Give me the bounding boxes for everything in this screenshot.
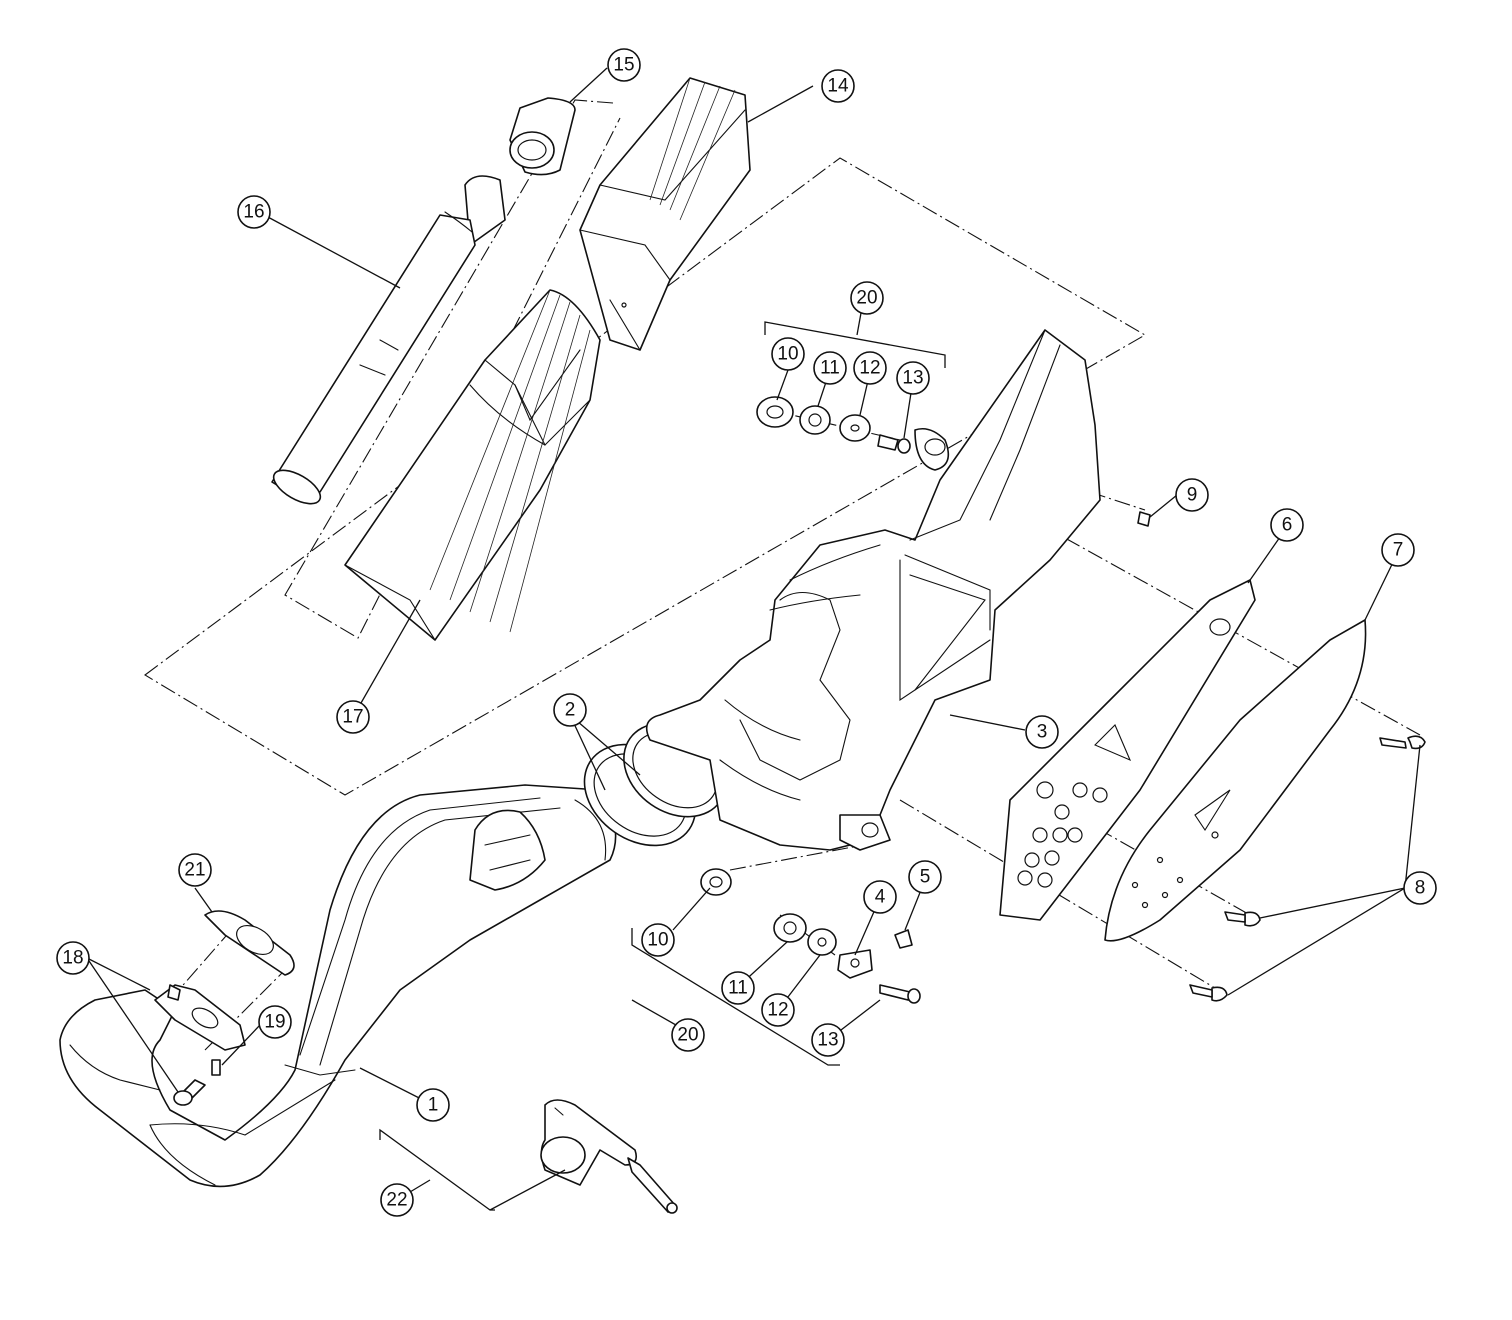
part-15-sleeve [509,97,576,176]
callout-12-lower: 12 [761,993,795,1027]
svg-text:19: 19 [264,1012,285,1033]
svg-text:2: 2 [565,700,576,721]
svg-text:10: 10 [777,344,798,365]
part-14-end-cap [579,77,751,351]
svg-text:6: 6 [1282,515,1293,536]
callout-22: 22 [380,1183,414,1217]
svg-text:1: 1 [428,1095,439,1116]
callout-16: 16 [237,195,271,229]
svg-text:11: 11 [728,978,748,999]
svg-text:12: 12 [767,1000,788,1021]
callout-7: 7 [1381,533,1415,567]
svg-text:14: 14 [827,76,849,97]
svg-text:4: 4 [875,887,886,908]
svg-text:13: 13 [817,1030,838,1051]
callout-19: 19 [258,1005,292,1039]
svg-text:3: 3 [1037,722,1048,743]
callout-9: 9 [1175,478,1209,512]
callout-21: 21 [178,853,212,887]
svg-text:17: 17 [342,707,363,728]
svg-text:16: 16 [243,202,264,223]
part-17-silencer [344,289,601,641]
part-7-outer-cover [1104,619,1367,942]
svg-text:9: 9 [1187,485,1198,506]
svg-text:12: 12 [859,358,880,379]
callout-18: 18 [56,941,90,975]
callout-14: 14 [821,69,855,103]
svg-text:20: 20 [856,288,877,309]
callout-12-upper: 12 [853,351,887,385]
part-16-link-pipe [271,175,506,505]
svg-text:21: 21 [184,860,205,881]
callout-13-lower: 13 [811,1023,845,1057]
svg-text:20: 20 [677,1025,698,1046]
part-6-heat-shield [999,579,1256,921]
part-3-muffler [645,329,1101,851]
callout-2: 2 [553,693,587,727]
svg-text:22: 22 [386,1190,407,1211]
svg-text:11: 11 [820,358,840,379]
group-brackets [379,321,946,1211]
callout-13-upper: 13 [896,361,930,395]
svg-text:13: 13 [902,368,923,389]
callout-1: 1 [416,1088,450,1122]
svg-text:18: 18 [62,948,83,969]
callout-5: 5 [908,860,942,894]
callout-11-upper: 11 [813,351,847,385]
callout-6: 6 [1270,508,1304,542]
hardware-bolts [154,396,1426,1214]
callout-17: 17 [336,700,370,734]
callout-20-lower: 20 [671,1018,705,1052]
callout-15: 15 [607,48,641,82]
svg-text:5: 5 [920,867,931,888]
callout-10-upper: 10 [771,337,805,371]
callout-3: 3 [1025,715,1059,749]
svg-text:7: 7 [1393,540,1404,561]
part-1-header-pipe [59,784,617,1188]
callout-20-upper: 20 [850,281,884,315]
callout-8: 8 [1403,871,1437,905]
callout-4: 4 [863,880,897,914]
svg-text:8: 8 [1415,878,1426,899]
callout-10-lower: 10 [641,923,675,957]
svg-text:10: 10 [647,930,668,951]
callout-11-lower: 11 [721,971,755,1005]
svg-text:15: 15 [613,55,634,76]
